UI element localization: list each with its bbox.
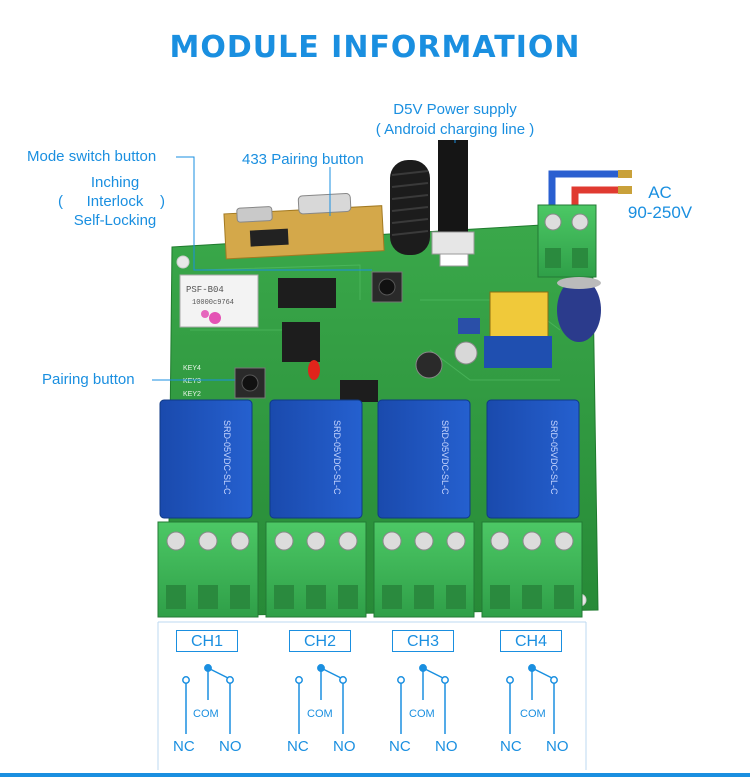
mode-inching-label: Inching [90,174,140,191]
ac-terminal [537,204,597,278]
red-led [308,360,320,380]
key-labels: KEY4 KEY3 KEY2 [183,365,201,398]
mode-paren-open: ( [58,193,63,210]
capacitors [415,277,601,379]
relay-1: SRD-05VDC-SL-C [159,399,253,519]
ac-label: AC 90-250V [615,183,705,223]
ch1-no: NO [219,738,242,755]
leader-lines [152,140,456,381]
ch4-box: CH4 [500,630,562,652]
ic-chips [278,278,480,402]
ch4-switch-symbol [506,664,558,734]
ch2-box: CH2 [289,630,351,652]
key2-label: KEY2 [183,391,201,398]
channel-panel-frame [157,621,587,770]
ch2-switch-symbol [295,664,347,734]
ch1-switch-symbol [182,664,234,734]
relay-4-model: SRD-05VDC-SL-C [549,420,559,495]
ch2-nc: NC [287,738,309,755]
key4-label: KEY4 [183,365,201,372]
relay-3: SRD-05VDC-SL-C [377,399,471,519]
terminal-block-1 [157,521,259,618]
relay-1-model: SRD-05VDC-SL-C [222,420,232,495]
terminal-block-3 [373,521,475,618]
ac-range: 90-250V [627,203,693,222]
power-supply-line1: D5V Power supply [393,101,517,118]
ch1-com: COM [193,708,219,720]
power-cable [431,140,475,267]
mode-paren-close: ) [160,193,165,210]
ch3-nc: NC [389,738,411,755]
relay-2: SRD-05VDC-SL-C [269,399,363,519]
terminal-block-2 [265,521,367,618]
ch4-nc: NC [500,738,522,755]
power-supply-label: D5V Power supply ( Android charging line… [355,101,555,139]
terminal-block-4 [481,521,583,618]
ch1-box: CH1 [176,630,238,652]
chip-label: PSF-B04 [186,285,224,295]
ch4-com: COM [520,708,546,720]
ch3-com: COM [409,708,435,720]
ch3-no: NO [435,738,458,755]
pairing-button-label: Pairing button [42,371,135,388]
switch-symbols [182,664,558,734]
pairing-button[interactable] [234,367,266,399]
ch3-switch-symbol [397,664,449,734]
relay-2-model: SRD-05VDC-SL-C [332,420,342,495]
key3-label: KEY3 [183,378,201,385]
mode-selflocking-label: Self-Locking [73,212,157,229]
page-title: MODULE INFORMATION [169,30,581,65]
mode-interlock-label: Interlock [86,193,144,210]
ac-title: AC [648,183,672,202]
pairing-433-label: 433 Pairing button [242,151,364,168]
pairing-433-button[interactable] [371,271,403,303]
chip-sub-label: 10000c9764 [192,299,234,307]
ch2-no: NO [333,738,356,755]
ch2-com: COM [307,708,333,720]
transformer [484,291,552,368]
relay-4: SRD-05VDC-SL-C [486,399,580,519]
bottom-divider [0,773,750,777]
power-supply-line2: ( Android charging line ) [375,121,535,138]
rf-433-module [223,193,385,260]
relay-3-model: SRD-05VDC-SL-C [440,420,450,495]
ch4-no: NO [546,738,569,755]
coil-antenna [390,160,430,255]
ch3-box: CH3 [392,630,454,652]
main-chip-module: PSF-B04 10000c9764 [179,274,259,328]
mode-switch-label: Mode switch button [27,148,157,165]
ch1-nc: NC [173,738,195,755]
